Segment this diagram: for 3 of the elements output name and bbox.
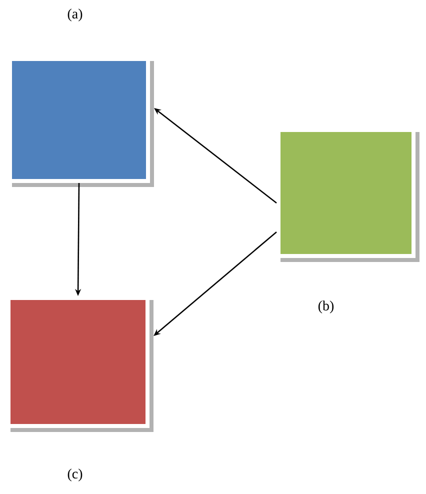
panel-label: (a) bbox=[68, 8, 82, 22]
panel-label: (b) bbox=[318, 300, 334, 314]
panel-label: (c) bbox=[68, 468, 82, 482]
